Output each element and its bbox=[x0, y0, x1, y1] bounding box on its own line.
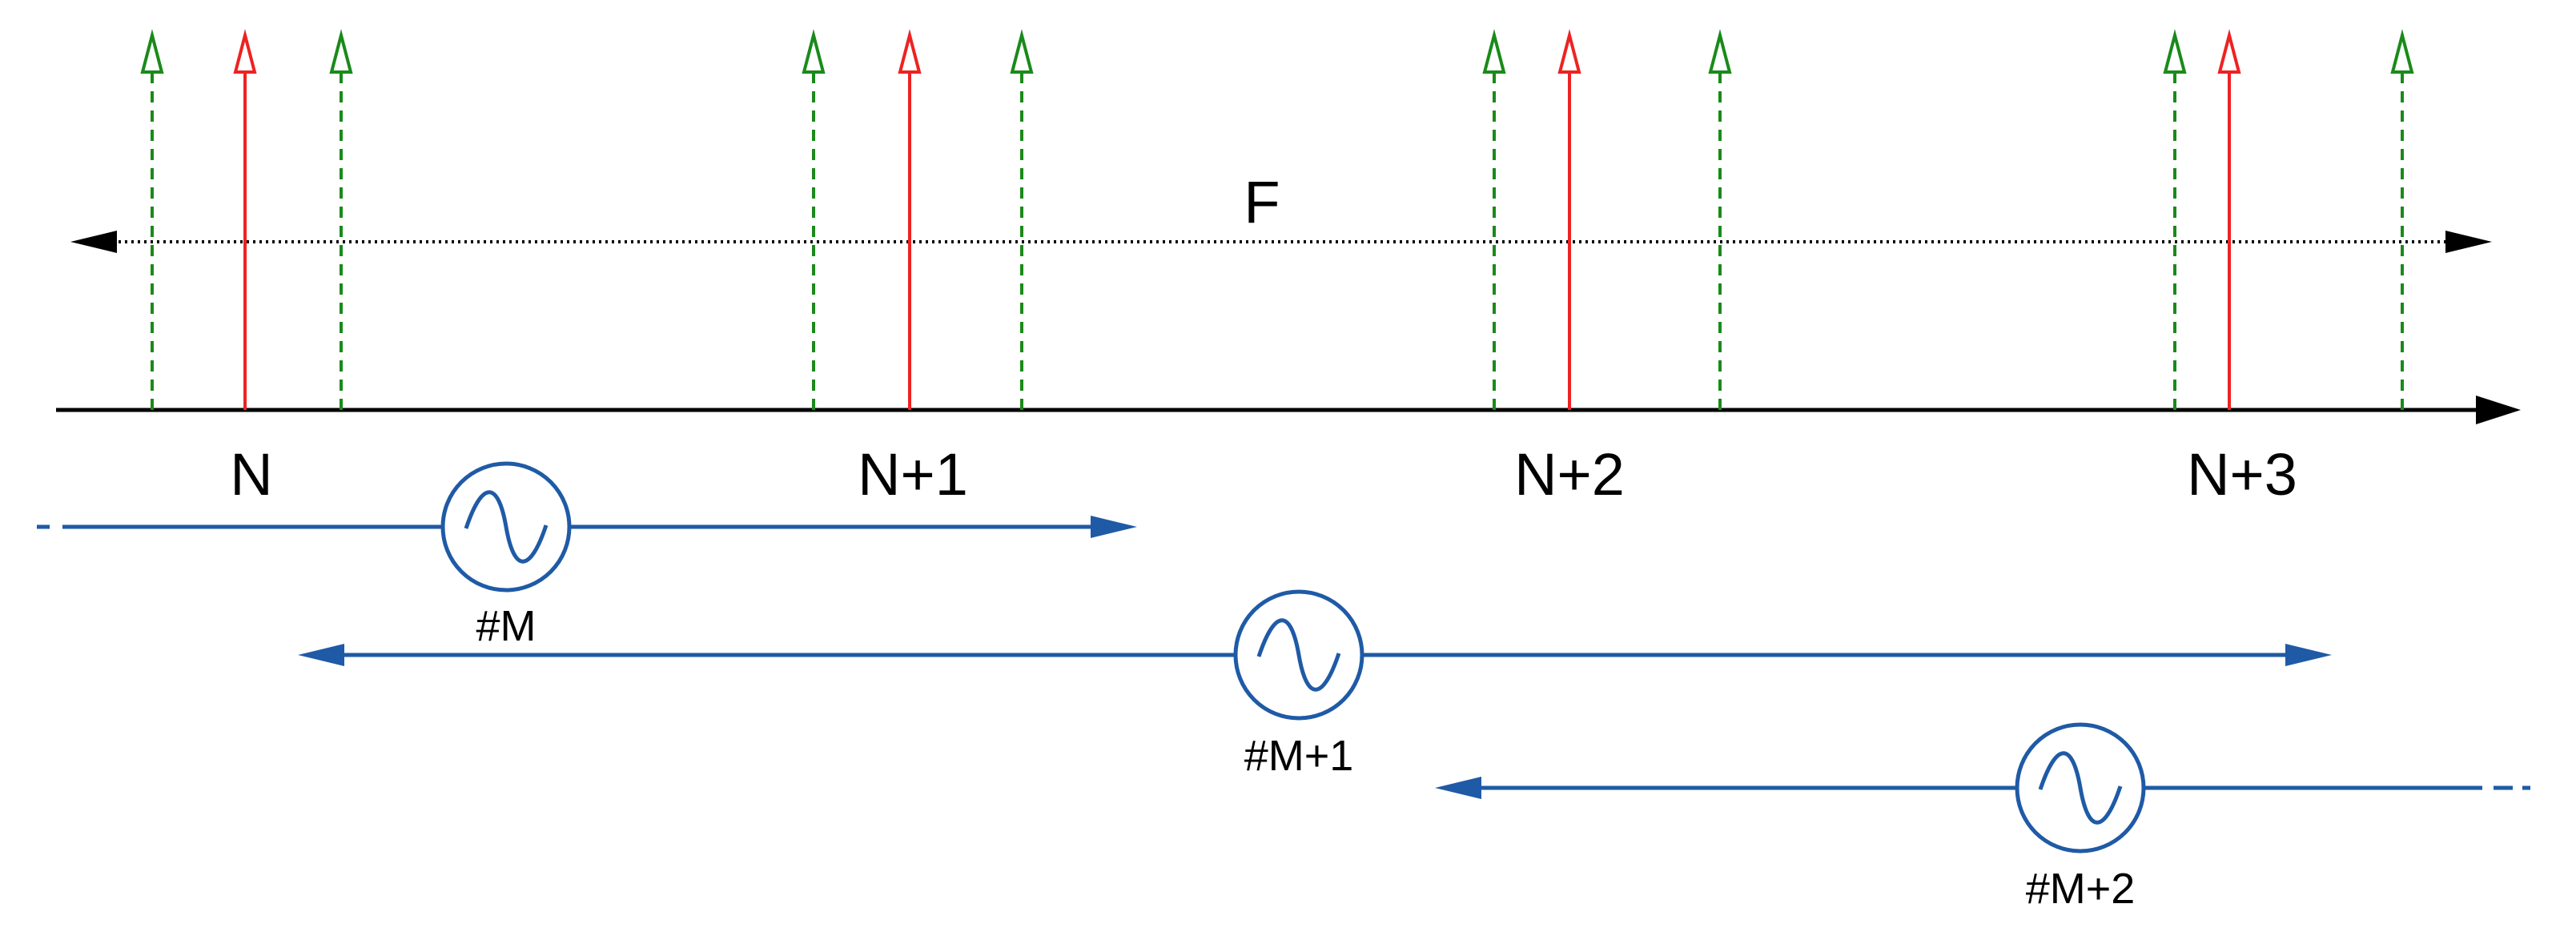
frequency-axis-label: F bbox=[1244, 169, 1280, 235]
sideband-line-upper bbox=[2390, 29, 2414, 410]
frequency-axis bbox=[56, 396, 2521, 424]
arrow-right-head bbox=[2285, 644, 2332, 666]
carrier-line bbox=[233, 29, 257, 410]
oscillator-label: #M+1 bbox=[1244, 732, 1354, 780]
channel-label: N+1 bbox=[858, 441, 968, 508]
channel-group-n-plus-3: N+3 bbox=[2163, 29, 2414, 508]
frequency-span-arrow bbox=[70, 231, 2492, 253]
channel-group-n: N bbox=[140, 29, 353, 508]
arrow-left-head bbox=[1435, 777, 1481, 799]
arrow-right-head bbox=[1091, 516, 1137, 538]
sine-source-icon bbox=[440, 461, 572, 593]
oscillator-m-plus-1: #M+1 bbox=[298, 589, 2332, 780]
carrier-line bbox=[898, 29, 922, 410]
sideband-line-lower bbox=[2163, 29, 2187, 410]
channel-label: N+2 bbox=[1514, 441, 1625, 508]
channel-group-n-plus-2: N+2 bbox=[1482, 29, 1732, 508]
channel-label: N bbox=[230, 441, 272, 508]
sideband-line-lower bbox=[1482, 29, 1506, 410]
oscillator-m: #M bbox=[37, 461, 1137, 650]
carrier-line bbox=[2217, 29, 2241, 410]
sideband-line-lower bbox=[802, 29, 826, 410]
sideband-line-upper bbox=[1708, 29, 1732, 410]
sine-source-icon bbox=[2015, 722, 2146, 854]
channel-group-n-plus-1: N+1 bbox=[802, 29, 1034, 508]
oscillator-m-plus-2: #M+2 bbox=[1435, 722, 2530, 913]
sine-source-icon bbox=[1233, 589, 1364, 721]
sideband-line-upper bbox=[329, 29, 353, 410]
arrow-left-head bbox=[298, 644, 344, 666]
sideband-line-upper bbox=[1010, 29, 1034, 410]
sideband-line-lower bbox=[140, 29, 164, 410]
channel-label: N+3 bbox=[2187, 441, 2297, 508]
carrier-line bbox=[1557, 29, 1581, 410]
oscillator-label: #M+2 bbox=[2026, 865, 2136, 913]
oscillator-label: #M bbox=[476, 602, 536, 650]
